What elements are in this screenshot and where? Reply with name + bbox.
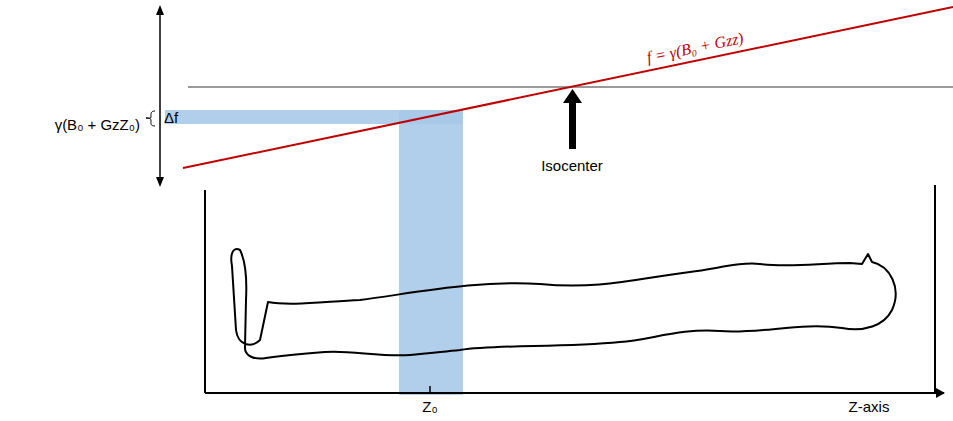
- brace: [146, 111, 155, 126]
- text-label: Δf: [164, 110, 178, 125]
- frame-wall: [204, 190, 206, 393]
- text-label: Z-axis: [849, 399, 890, 414]
- text-label: Isocenter: [541, 158, 603, 173]
- z-axis-line: [205, 392, 944, 394]
- arrow-head: [156, 5, 164, 15]
- frequency-axis: [159, 14, 161, 178]
- frequency-line: [183, 7, 953, 168]
- arrow-head: [156, 177, 164, 187]
- z0-tick: [429, 386, 431, 393]
- text-label: γ(B₀ + GzZ₀): [55, 117, 140, 132]
- isocenter-arrow: [569, 101, 576, 149]
- text-label: Z₀: [422, 399, 437, 414]
- frame-wall: [934, 185, 936, 392]
- patient-body: [231, 249, 895, 358]
- isocenter-arrow-head: [563, 89, 582, 103]
